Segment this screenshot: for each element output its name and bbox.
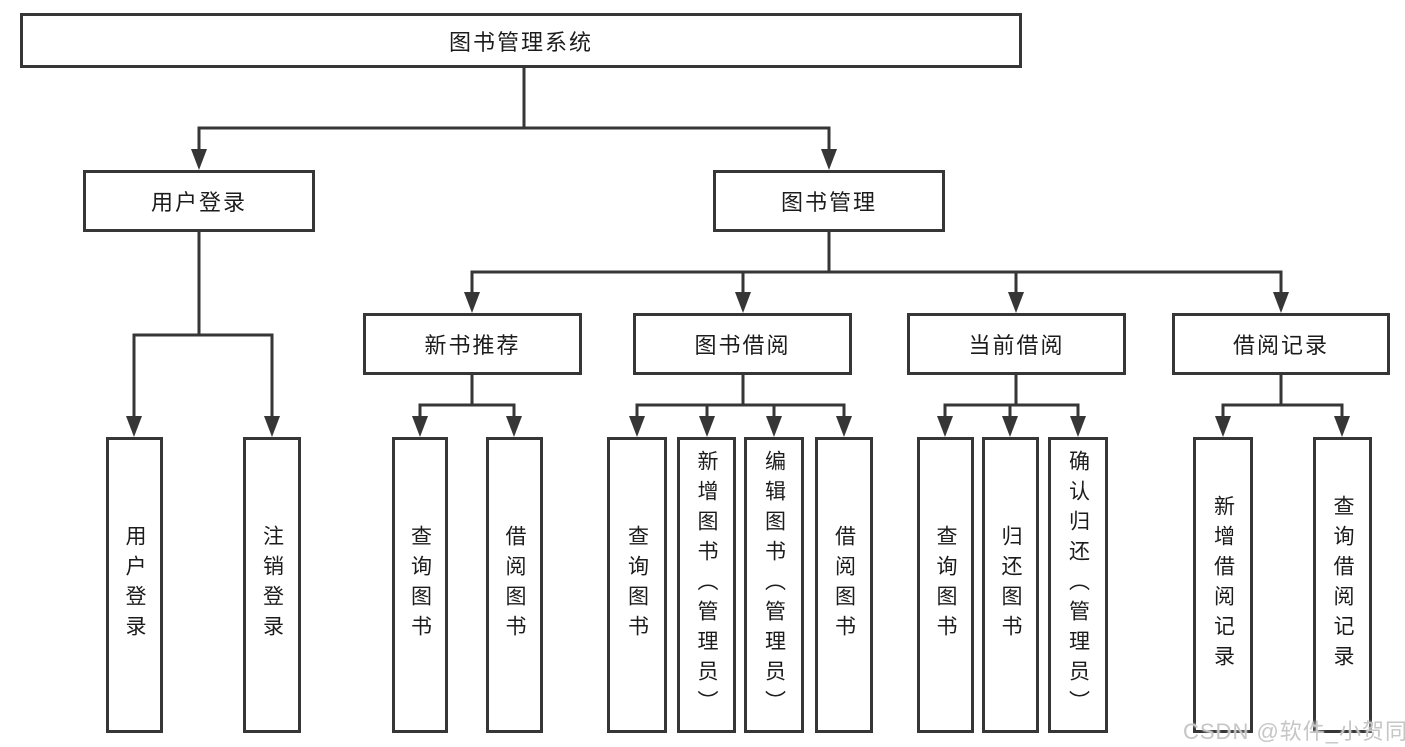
node-book-management: 图书管理	[713, 170, 945, 232]
leaf-label: 归还图书	[999, 525, 1022, 645]
leaf-edit-books-admin: 编辑图书（管理员）	[744, 437, 804, 733]
leaf-user-login: 用户登录	[106, 437, 163, 733]
node-user-login: 用户登录	[83, 170, 315, 232]
leaf-borrow-books-1: 借阅图书	[486, 437, 543, 733]
leaf-label: 借阅图书	[832, 525, 856, 645]
leaf-label: 新增图书（管理员）	[695, 450, 718, 720]
leaf-confirm-return-admin: 确认归还（管理员）	[1048, 437, 1108, 733]
leaf-label: 新增借阅记录	[1211, 495, 1235, 675]
leaf-add-borrow-record: 新增借阅记录	[1193, 437, 1253, 733]
leaf-logout: 注销登录	[243, 437, 301, 733]
leaf-label: 查询图书	[934, 525, 957, 645]
node-new-book-recommend: 新书推荐	[363, 313, 582, 375]
leaf-label: 用户登录	[123, 525, 146, 645]
leaf-return-books: 归还图书	[982, 437, 1039, 733]
leaf-label: 编辑图书（管理员）	[762, 450, 786, 720]
node-library-management-system: 图书管理系统	[20, 13, 1022, 68]
node-borrowing-records: 借阅记录	[1172, 313, 1390, 375]
leaf-borrow-books-2: 借阅图书	[815, 437, 873, 733]
leaf-query-books-3: 查询图书	[917, 437, 974, 733]
leaf-label: 查询借阅记录	[1331, 495, 1354, 675]
node-book-borrowing: 图书借阅	[633, 313, 852, 375]
leaf-label: 确认归还（管理员）	[1066, 450, 1090, 720]
leaf-query-books-2: 查询图书	[607, 437, 667, 733]
leaf-query-books-1: 查询图书	[392, 437, 448, 733]
leaf-query-borrow-record: 查询借阅记录	[1313, 437, 1372, 733]
leaf-label: 借阅图书	[503, 525, 526, 645]
csdn-watermark: CSDN @软件_小贺同学	[1183, 719, 1405, 744]
leaf-label: 查询图书	[625, 525, 649, 645]
leaf-label: 查询图书	[408, 525, 432, 645]
leaf-add-books-admin: 新增图书（管理员）	[677, 437, 736, 733]
node-current-borrowing: 当前借阅	[907, 313, 1126, 375]
leaf-label: 注销登录	[260, 525, 284, 645]
